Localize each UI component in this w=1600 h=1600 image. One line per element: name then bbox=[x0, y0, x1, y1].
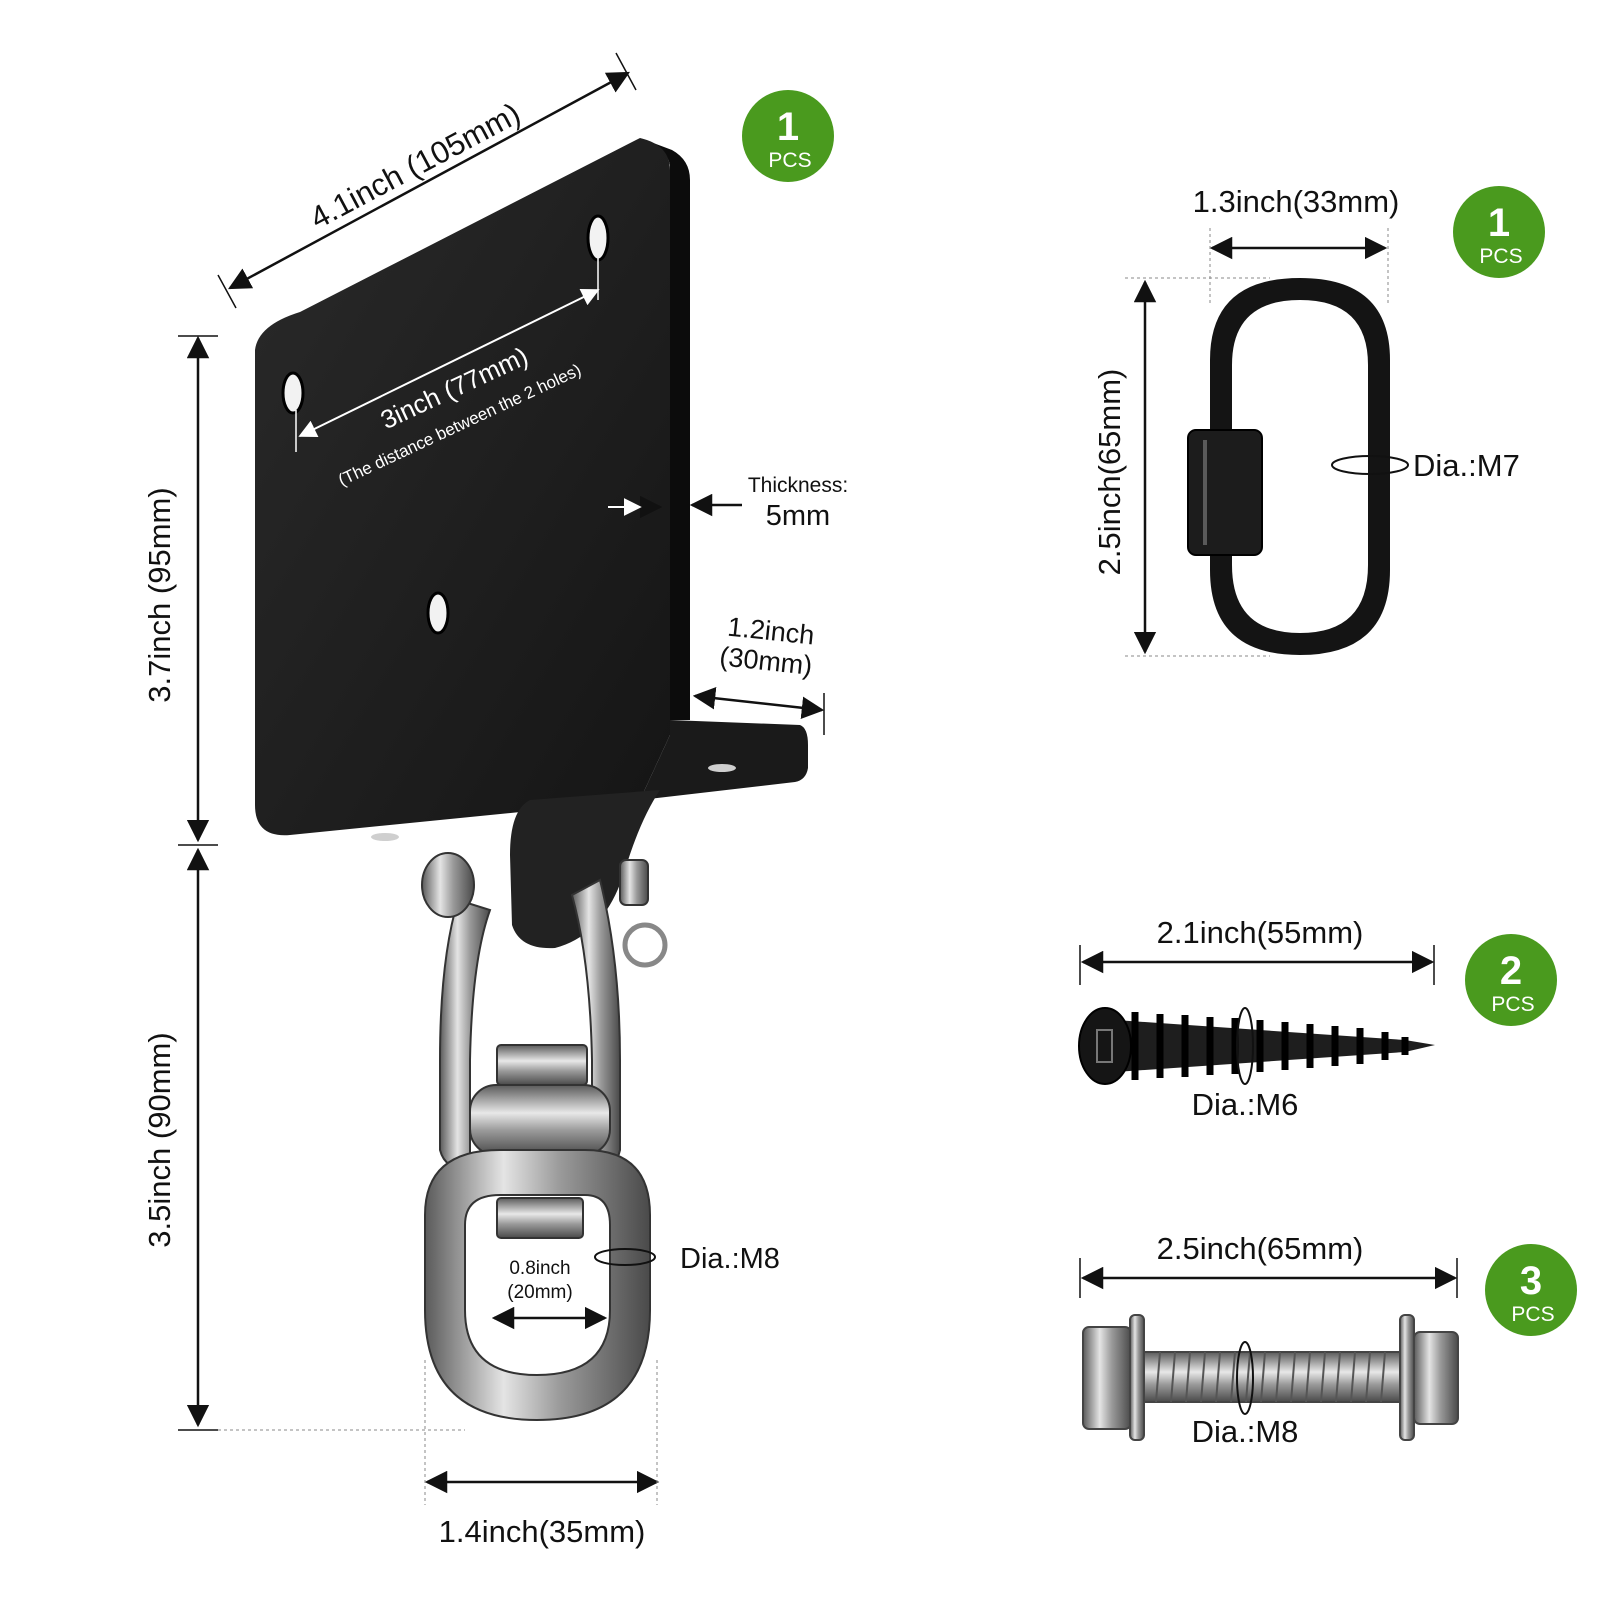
swivel-dia-label: Dia.:M8 bbox=[680, 1243, 780, 1275]
screw-dia-label: Dia.:M6 bbox=[1192, 1087, 1299, 1122]
swivel-hex-nut-bottom bbox=[496, 1197, 584, 1239]
quick-link-dia-ring bbox=[1331, 455, 1409, 475]
flange-hole-left bbox=[371, 833, 399, 841]
quick-link-dimensions bbox=[1125, 228, 1409, 657]
thickness-label: Thickness: bbox=[748, 474, 848, 497]
badge-count: 2 bbox=[1500, 949, 1522, 993]
plate-hole-right bbox=[586, 214, 610, 262]
screw-dia-ring bbox=[1236, 1007, 1254, 1085]
badge-unit: PCS bbox=[1491, 993, 1534, 1016]
badge-unit: PCS bbox=[1511, 1303, 1554, 1326]
lag-screw bbox=[1078, 1007, 1435, 1085]
swivel-inner-line1: 0.8inch bbox=[509, 1258, 570, 1279]
bolt-length-label: 2.5inch(65mm) bbox=[1157, 1231, 1364, 1266]
plate-flange bbox=[640, 720, 808, 800]
quantity-badge-bracket: 1 PCS bbox=[742, 90, 834, 182]
screw-drive-icon bbox=[1096, 1029, 1113, 1063]
plate-thickness-edge bbox=[640, 138, 690, 720]
screw-head bbox=[1078, 1007, 1132, 1085]
flange-dimension-arrow bbox=[692, 687, 825, 719]
quick-link-dia-label: Dia.:M7 bbox=[1413, 448, 1520, 483]
quick-link-width-label: 1.3inch(33mm) bbox=[1193, 184, 1400, 219]
badge-unit: PCS bbox=[1479, 245, 1522, 268]
swivel-hex-nut-top bbox=[496, 1044, 588, 1086]
ceiling-bracket bbox=[255, 138, 808, 1422]
quick-link-loop bbox=[1210, 278, 1390, 655]
hook-height-label: 3.5inch (90mm) bbox=[142, 1032, 177, 1247]
quick-link-sleeve bbox=[1187, 429, 1263, 556]
badge-count: 3 bbox=[1520, 1259, 1542, 1303]
quick-link-height-label: 2.5inch(65mm) bbox=[1092, 369, 1127, 576]
hole-distance-arrow bbox=[298, 289, 600, 437]
swivel-width-label: 1.4inch(35mm) bbox=[439, 1514, 646, 1549]
width-extension-right bbox=[615, 52, 637, 91]
width-dimension-arrow bbox=[228, 71, 630, 290]
bolt-dia-label: Dia.:M8 bbox=[1192, 1414, 1299, 1449]
badge-circle bbox=[1465, 934, 1557, 1026]
bracket-dimensions bbox=[178, 52, 825, 1505]
bolt-shaft bbox=[1139, 1351, 1411, 1403]
plate-height-label: 3.7inch (95mm) bbox=[142, 487, 177, 702]
screw-length-label: 2.1inch(55mm) bbox=[1157, 915, 1364, 950]
badge-count: 1 bbox=[777, 105, 799, 149]
quantity-badge-bolt: 3 PCS bbox=[1485, 1244, 1577, 1336]
flange-hole-right bbox=[708, 764, 736, 772]
quantity-badge-screw: 2 PCS bbox=[1465, 934, 1557, 1026]
screw-dimensions bbox=[1079, 945, 1435, 985]
badge-circle bbox=[1485, 1244, 1577, 1336]
bolt-thread-ridges bbox=[1155, 1351, 1386, 1403]
bolt-washer-right bbox=[1399, 1314, 1415, 1441]
swivel-mount-tab bbox=[510, 790, 660, 949]
quick-link bbox=[1187, 278, 1390, 655]
swivel-collar bbox=[469, 1084, 611, 1156]
thickness-value: 5mm bbox=[766, 500, 830, 532]
plate-hole-dimension bbox=[295, 258, 642, 516]
plate-hole-left bbox=[281, 371, 305, 415]
bolt-dimensions bbox=[1079, 1258, 1458, 1298]
shackle-pin-head bbox=[421, 852, 475, 918]
hex-bolt bbox=[1082, 1314, 1459, 1441]
quantity-badge-quick-link: 1 PCS bbox=[1453, 186, 1545, 278]
badge-circle bbox=[742, 90, 834, 182]
bolt-nut bbox=[1413, 1331, 1459, 1425]
bolt-head bbox=[1082, 1326, 1132, 1430]
swivel-dia-ring bbox=[594, 1248, 656, 1266]
shackle-pin-nut bbox=[619, 859, 649, 906]
shackle-pin-ring bbox=[622, 922, 668, 968]
plate-hole-center bbox=[426, 591, 450, 635]
badge-circle bbox=[1453, 186, 1545, 278]
screw-thread-ridges bbox=[1131, 1012, 1409, 1080]
swivel-eye bbox=[424, 1149, 651, 1422]
badge-unit: PCS bbox=[768, 149, 811, 172]
screw-thread bbox=[1115, 1020, 1435, 1072]
bolt-washer-left bbox=[1129, 1314, 1145, 1441]
swivel-inner-line2: (20mm) bbox=[507, 1282, 572, 1303]
bolt-dia-ring bbox=[1236, 1341, 1254, 1415]
badge-count: 1 bbox=[1488, 201, 1510, 245]
width-extension-left bbox=[217, 274, 237, 309]
